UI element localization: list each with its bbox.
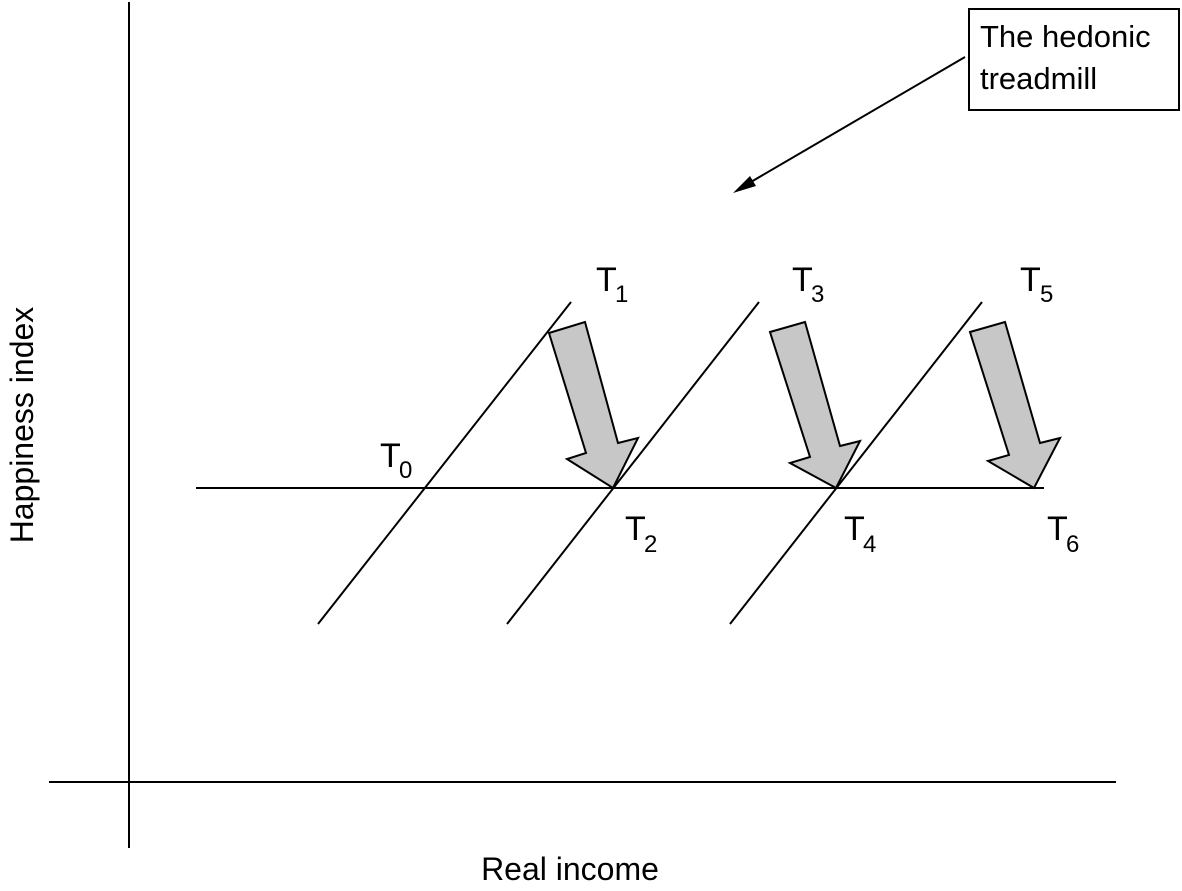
svg-text:0: 0: [399, 457, 412, 484]
label-t3: T 3: [792, 261, 824, 308]
svg-text:T: T: [380, 437, 401, 475]
diagonal-line-2: [506, 301, 760, 625]
label-t1: T 1: [596, 261, 628, 308]
svg-text:2: 2: [644, 531, 657, 558]
callout-pointer-line: [743, 56, 966, 187]
svg-text:T: T: [1020, 261, 1041, 299]
diagonal-line-3: [729, 301, 983, 625]
svg-text:T: T: [1047, 510, 1068, 548]
diagonal-line-1: [317, 301, 572, 625]
svg-text:3: 3: [811, 281, 824, 308]
shift-arrow-3: [968, 320, 1062, 490]
shift-arrow-1: [547, 320, 640, 490]
x-axis-label: Real income: [481, 851, 659, 887]
svg-text:6: 6: [1066, 531, 1079, 558]
callout-arrowhead: [733, 176, 756, 193]
svg-text:T: T: [792, 261, 813, 299]
label-t0: T 0: [380, 437, 412, 484]
svg-text:1: 1: [615, 281, 628, 308]
label-t2: T 2: [625, 510, 657, 558]
svg-text:4: 4: [863, 531, 876, 558]
label-t4: T 4: [844, 510, 876, 558]
callout-text-line-1: The hedonic: [980, 19, 1151, 54]
callout-text-line-2: treadmill: [980, 61, 1097, 96]
callout-box: [968, 8, 1180, 111]
label-t5: T 5: [1020, 261, 1053, 308]
label-t6: T 6: [1047, 510, 1079, 558]
svg-text:5: 5: [1040, 281, 1053, 308]
svg-text:T: T: [625, 510, 646, 548]
svg-text:T: T: [844, 510, 865, 548]
y-axis-label: Happiness index: [4, 307, 40, 544]
svg-text:T: T: [596, 261, 617, 299]
shift-arrow-2: [768, 320, 862, 490]
